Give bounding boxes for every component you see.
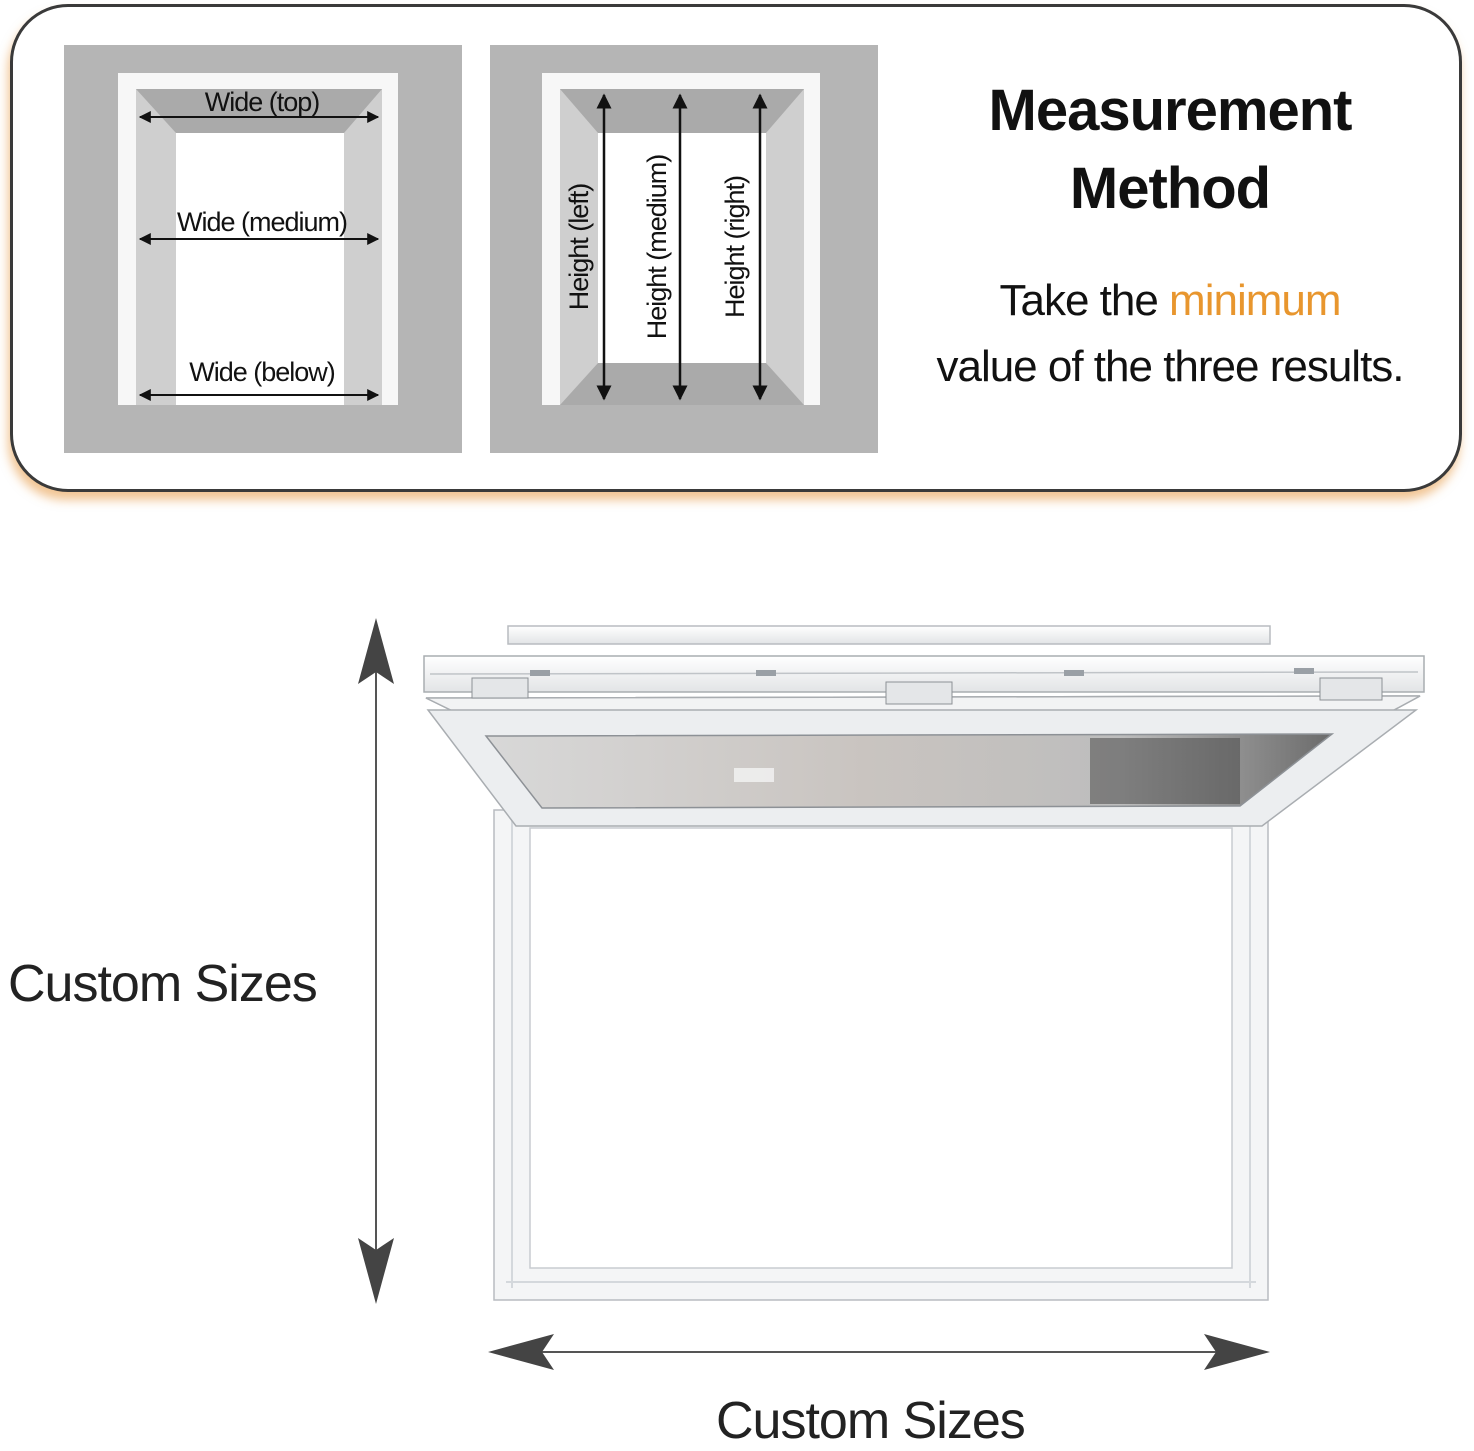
height-measurement-diagram: Height (left) Height (medium) Height (ri… [490, 45, 878, 453]
width-measurement-diagram: Wide (top) Wide (medium) Wide (below) [64, 45, 462, 453]
measurement-title: Measurement Method [988, 78, 1353, 221]
wide-top-label: Wide (top) [205, 87, 320, 117]
height-left-label: Height (left) [564, 184, 594, 311]
awning-window-illustration [358, 618, 1425, 1370]
custom-width-label: Custom Sizes [716, 1392, 1026, 1450]
measurement-instruction: Take the minimum value of the three resu… [936, 276, 1404, 391]
height-right-label: Height (right) [720, 176, 750, 318]
wide-below-label: Wide (below) [189, 357, 335, 387]
wide-medium-label: Wide (medium) [177, 207, 347, 237]
minimum-highlight: minimum [1169, 276, 1341, 325]
custom-height-label: Custom Sizes [8, 955, 318, 1013]
height-dimension-arrow [358, 618, 394, 1304]
window-main-frame [493, 809, 1269, 1301]
width-dimension-arrow [488, 1334, 1270, 1370]
height-medium-label: Height (medium) [642, 155, 672, 340]
measurement-info: Measurement Method Take the minimum valu… [905, 72, 1435, 400]
awning-sash [423, 655, 1425, 827]
